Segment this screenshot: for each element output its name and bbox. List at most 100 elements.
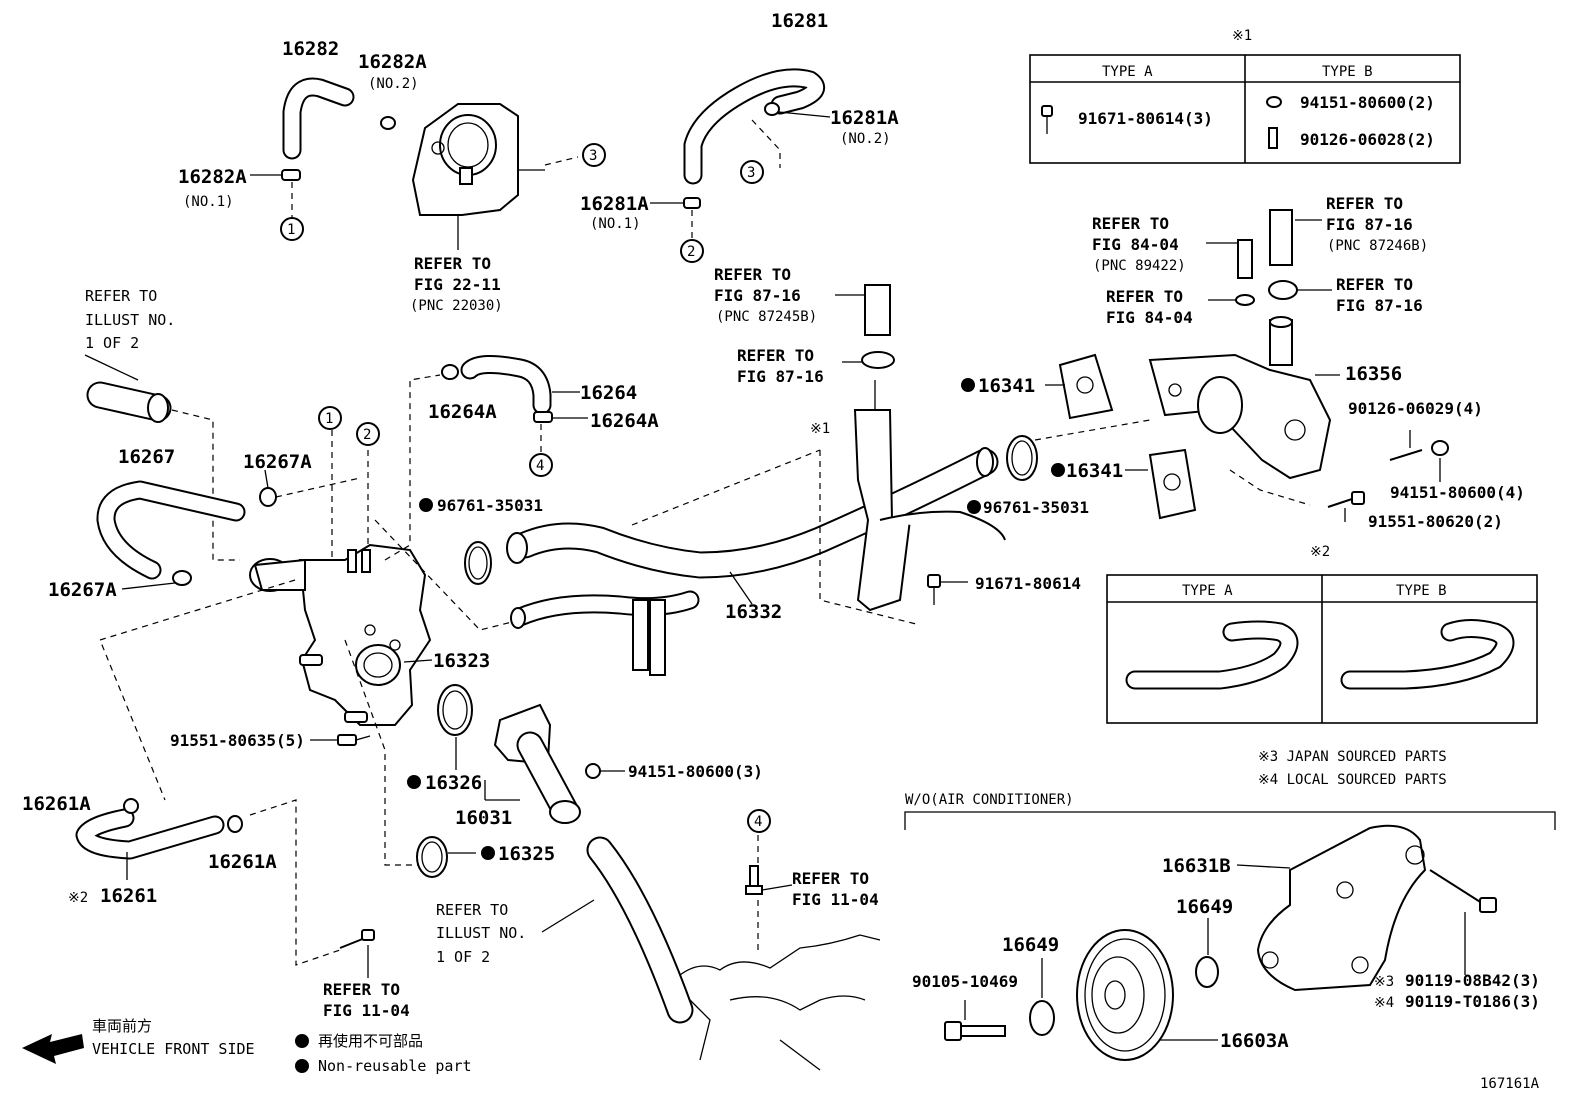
label-refer-illust-b2: ILLUST NO. — [436, 924, 526, 942]
label-16281A-left: 16281A — [580, 193, 649, 215]
ref-num-2-mid: 2 — [363, 427, 371, 443]
nut-94151-80600-4 — [1431, 440, 1449, 456]
label-refer-22-11: REFER TO — [414, 254, 491, 273]
table1-type-a: TYPE A — [1102, 64, 1153, 80]
label-no1-b: (NO.1) — [590, 216, 641, 232]
label-16603A: 16603A — [1220, 1030, 1289, 1052]
clamp-16282A-no2 — [380, 116, 396, 130]
hose-16281 — [683, 68, 825, 185]
label-90126-06029: 90126-06029(4) — [1348, 399, 1483, 418]
ref-num-4-mid: 4 — [536, 458, 544, 474]
label-16264: 16264 — [580, 382, 637, 404]
engine-block-outline — [679, 934, 881, 1071]
bolt-91671-80614 — [927, 574, 968, 605]
label-fig-84-04-b: FIG 84-04 — [1106, 308, 1193, 327]
spacer-16649-right — [1195, 956, 1219, 988]
label-16325: 16325 — [498, 843, 555, 865]
bolt-90119 — [1429, 869, 1497, 913]
bracket-16631B — [1256, 824, 1427, 992]
label-16282A-top: 16282A — [358, 51, 427, 73]
ref-num-3-top: 3 — [589, 148, 597, 164]
label-pnc-22030: (PNC 22030) — [410, 298, 503, 314]
label-16264A-left: 16264A — [428, 401, 497, 423]
ref-circle-1-top — [280, 217, 304, 241]
table-type-hose — [1106, 574, 1538, 724]
legend-nonreuse-en: Non-reusable part — [318, 1057, 472, 1075]
label-fig-11-04-b: FIG 11-04 — [792, 890, 879, 909]
label-fig-87-16-d: FIG 87-16 — [1336, 296, 1423, 315]
hose-refer-87245b — [861, 284, 895, 369]
table1-type-b: TYPE B — [1322, 64, 1373, 80]
ref-circle-4-mid — [529, 453, 553, 477]
front-arrow-icon — [22, 1034, 84, 1064]
ref-num-1-top: 1 — [287, 222, 295, 238]
label-refer-illust-b3: 1 OF 2 — [436, 948, 490, 966]
label-no2-a: (NO.2) — [368, 76, 419, 92]
legend-nonreuse-jp: 再使用不可部品 — [318, 1032, 423, 1050]
label-refer-11-04-a: REFER TO — [323, 980, 400, 999]
gasket-96761-right — [1006, 435, 1038, 481]
label-91551-80635: 91551-80635(5) — [170, 731, 305, 750]
clamp-16267A-top — [259, 469, 277, 507]
label-16649-left: 16649 — [1002, 934, 1059, 956]
water-inlet-16323 — [249, 543, 432, 726]
ref-num-3-center: 3 — [747, 165, 755, 181]
bolt-refer-11-04 — [339, 929, 375, 949]
label-fig-84-04-a: FIG 84-04 — [1092, 235, 1179, 254]
stud-refer-11-04 — [745, 865, 763, 895]
label-refer-illust-a2: ILLUST NO. — [85, 311, 175, 329]
label-16261A-right: 16261A — [208, 851, 277, 873]
label-japan-sourced: ※3 JAPAN SOURCED PARTS — [1258, 749, 1447, 765]
clamp-16264A-right — [533, 411, 588, 423]
label-local-sourced: ※4 LOCAL SOURCED PARTS — [1258, 772, 1447, 788]
table1-b-part1: 94151-80600(2) — [1300, 93, 1435, 112]
gasket-16341-upper — [1058, 353, 1114, 420]
label-mark1-pipe: ※1 — [810, 421, 830, 437]
hose-16282 — [282, 77, 355, 160]
bolt-91551-80620 — [1327, 491, 1365, 508]
water-pipe-16332 — [506, 380, 1006, 676]
label-91551-80620: 91551-80620(2) — [1368, 512, 1503, 531]
pipe-refer-illust — [86, 381, 172, 423]
hose-16261 — [75, 808, 225, 860]
label-refer-87-16-d: REFER TO — [1336, 275, 1413, 294]
label-16631B: 16631B — [1162, 855, 1231, 877]
table-type-fasteners — [1029, 54, 1461, 164]
nonreuse-dot-16341-lower — [1051, 463, 1065, 477]
label-16341-lower: 16341 — [1066, 460, 1123, 482]
label-16326: 16326 — [425, 772, 482, 794]
clamp-16267A-left — [121, 570, 192, 590]
label-16282: 16282 — [282, 38, 339, 60]
label-mark2-table: ※2 — [1310, 544, 1330, 560]
ref-num-4-bottom: 4 — [754, 814, 762, 830]
legend-dot-en — [295, 1059, 309, 1073]
label-fig-22-11: FIG 22-11 — [414, 275, 501, 294]
legend-front-jp: 車両前方 — [92, 1017, 152, 1035]
label-mark1-table: ※1 — [1232, 28, 1252, 44]
bolt-90105-10469 — [944, 1021, 1006, 1041]
clamp-16281A-no2 — [764, 102, 831, 118]
label-16261: 16261 — [100, 885, 157, 907]
label-90119-T0186: 90119-T0186(3) — [1405, 992, 1540, 1011]
ref-circle-4-bottom — [747, 809, 771, 833]
clamp-16264A-left — [441, 364, 459, 380]
pulley-16603A — [1076, 929, 1174, 1061]
label-16261A-left: 16261A — [22, 793, 91, 815]
pipe-refer-illust-2 — [586, 836, 694, 1024]
nonreuse-dot-96761-left — [419, 498, 433, 512]
label-refer-84-04-b: REFER TO — [1106, 287, 1183, 306]
table2-type-b: TYPE B — [1396, 583, 1447, 599]
label-16649-right: 16649 — [1176, 896, 1233, 918]
clamp-16261A-right — [227, 815, 243, 833]
label-refer-84-04-a: REFER TO — [1092, 214, 1169, 233]
clamp-16282A-no1 — [250, 169, 301, 181]
label-16281A-right: 16281A — [830, 107, 899, 129]
label-16356: 16356 — [1345, 363, 1402, 385]
label-16264A-right: 16264A — [590, 410, 659, 432]
label-16282A-left: 16282A — [178, 166, 247, 188]
gasket-96761-left — [464, 541, 492, 585]
bolt-91551-80635 — [310, 734, 371, 746]
nonreuse-dot-16325 — [481, 846, 495, 860]
label-mark2-16261: ※2 — [68, 890, 88, 906]
label-fig-11-04-a: FIG 11-04 — [323, 1001, 410, 1020]
